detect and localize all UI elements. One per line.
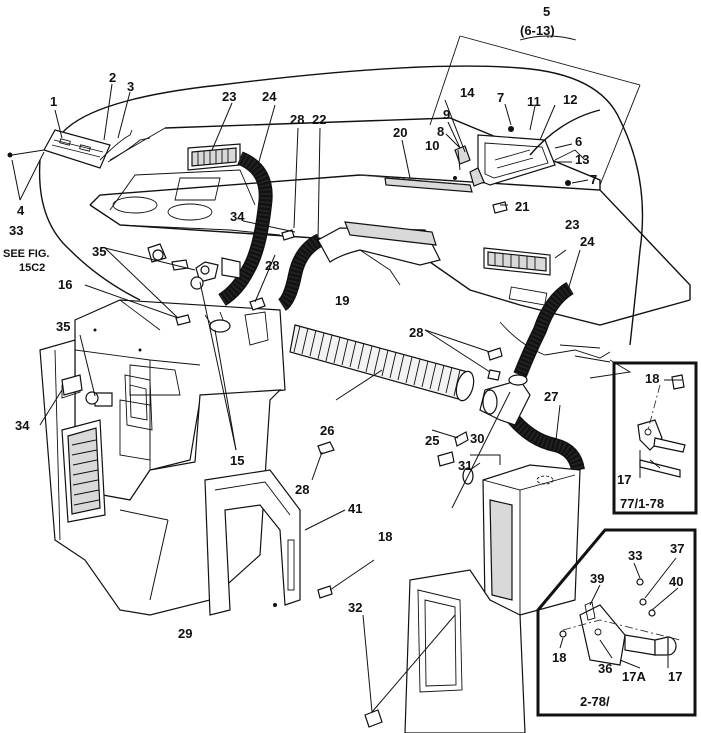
right-control-panel (453, 109, 601, 187)
center-trim-strip (359, 174, 473, 193)
callout-28-top: 28 (290, 112, 304, 127)
callout-36: 36 (598, 661, 612, 676)
duct-box-30 (482, 464, 581, 616)
callout-labels: 1 2 3 4 5 (6-13) 6 7 7 8 9 10 11 12 13 1… (9, 4, 684, 684)
callout-3: 3 (127, 79, 134, 94)
callout-19: 19 (335, 293, 349, 308)
callout-15: 15 (230, 453, 244, 468)
callout-11: 11 (527, 94, 541, 109)
callout-30: 30 (470, 431, 484, 446)
callout-17a: 17A (622, 669, 646, 684)
callout-37: 37 (670, 541, 684, 556)
callout-18-lower: 18 (552, 650, 566, 665)
hose-22 (277, 233, 324, 311)
callout-28-right: 28 (409, 325, 423, 340)
callout-32: 32 (348, 600, 362, 615)
group-bracket (429, 35, 641, 186)
callout-16: 16 (58, 277, 72, 292)
callout-2: 2 (109, 70, 116, 85)
inset-lower-label: 2-78/ (580, 694, 610, 709)
dashboard-outline (89, 117, 691, 379)
callout-14: 14 (460, 85, 475, 100)
cover-41 (204, 469, 301, 616)
callout-21: 21 (515, 199, 529, 214)
callout-10: 10 (425, 138, 439, 153)
callout-28-left: 28 (265, 258, 279, 273)
callout-26: 26 (320, 423, 334, 438)
hose-right-24 (513, 281, 574, 378)
see-figure-note: SEE FIG. 15C2 (3, 248, 49, 274)
callout-28-bottom: 28 (295, 482, 309, 497)
screw-icon (7, 152, 13, 158)
callout-41: 41 (348, 501, 362, 516)
callout-35-top: 35 (92, 244, 106, 259)
floor-panel (404, 569, 526, 733)
callout-20: 20 (393, 125, 407, 140)
inset-lower (536, 528, 697, 717)
callout-9: 9 (443, 107, 450, 122)
callout-13: 13 (575, 152, 589, 167)
callout-1: 1 (50, 94, 57, 109)
y-connector (479, 374, 531, 426)
upper-vent (187, 143, 241, 171)
callout-7-right: 7 (590, 172, 597, 187)
heater-housing (74, 299, 286, 501)
hose-left-24 (218, 151, 273, 306)
inset-upper-label: 77/1-78 (620, 496, 664, 511)
center-duct (317, 221, 441, 286)
leader-lines (11, 83, 682, 713)
callout-17-upper: 17 (617, 472, 631, 487)
inset-upper (612, 361, 698, 515)
callout-34-top: 34 (230, 209, 245, 224)
callout-8: 8 (437, 124, 444, 139)
callout-18-inset: 18 (645, 371, 659, 386)
callout-34-left: 34 (15, 418, 30, 433)
control-cable (38, 65, 644, 346)
callout-24-right: 24 (580, 234, 595, 249)
callout-29: 29 (178, 626, 192, 641)
callout-33-left: 33 (9, 223, 23, 238)
callout-12: 12 (563, 92, 577, 107)
screw-icon (508, 126, 514, 132)
callout-31: 31 (458, 458, 472, 473)
callout-7-top: 7 (497, 90, 504, 105)
see-fig-number: 15C2 (19, 262, 45, 274)
hose-27 (504, 410, 585, 472)
callout-18-mid: 18 (378, 529, 392, 544)
callout-5: 5 (543, 4, 550, 19)
large-hose-26 (289, 324, 475, 402)
callout-24-left: 24 (262, 89, 277, 104)
callout-40: 40 (669, 574, 683, 589)
lower-vent (483, 247, 551, 276)
screw-icon (565, 180, 571, 186)
left-control-panel (7, 129, 151, 169)
callout-35-left: 35 (56, 319, 70, 334)
callout-22: 22 (312, 112, 326, 127)
see-fig-text: SEE FIG. (3, 248, 49, 260)
callout-5-range: (6-13) (520, 23, 555, 38)
callout-23-left: 23 (222, 89, 236, 104)
callout-27: 27 (544, 389, 558, 404)
callout-25: 25 (425, 433, 439, 448)
callout-39: 39 (590, 571, 604, 586)
callout-6: 6 (575, 134, 582, 149)
callout-23-right: 23 (565, 217, 579, 232)
callout-4: 4 (17, 203, 25, 218)
callout-17-lower: 17 (668, 669, 682, 684)
callout-33-inset: 33 (628, 548, 642, 563)
